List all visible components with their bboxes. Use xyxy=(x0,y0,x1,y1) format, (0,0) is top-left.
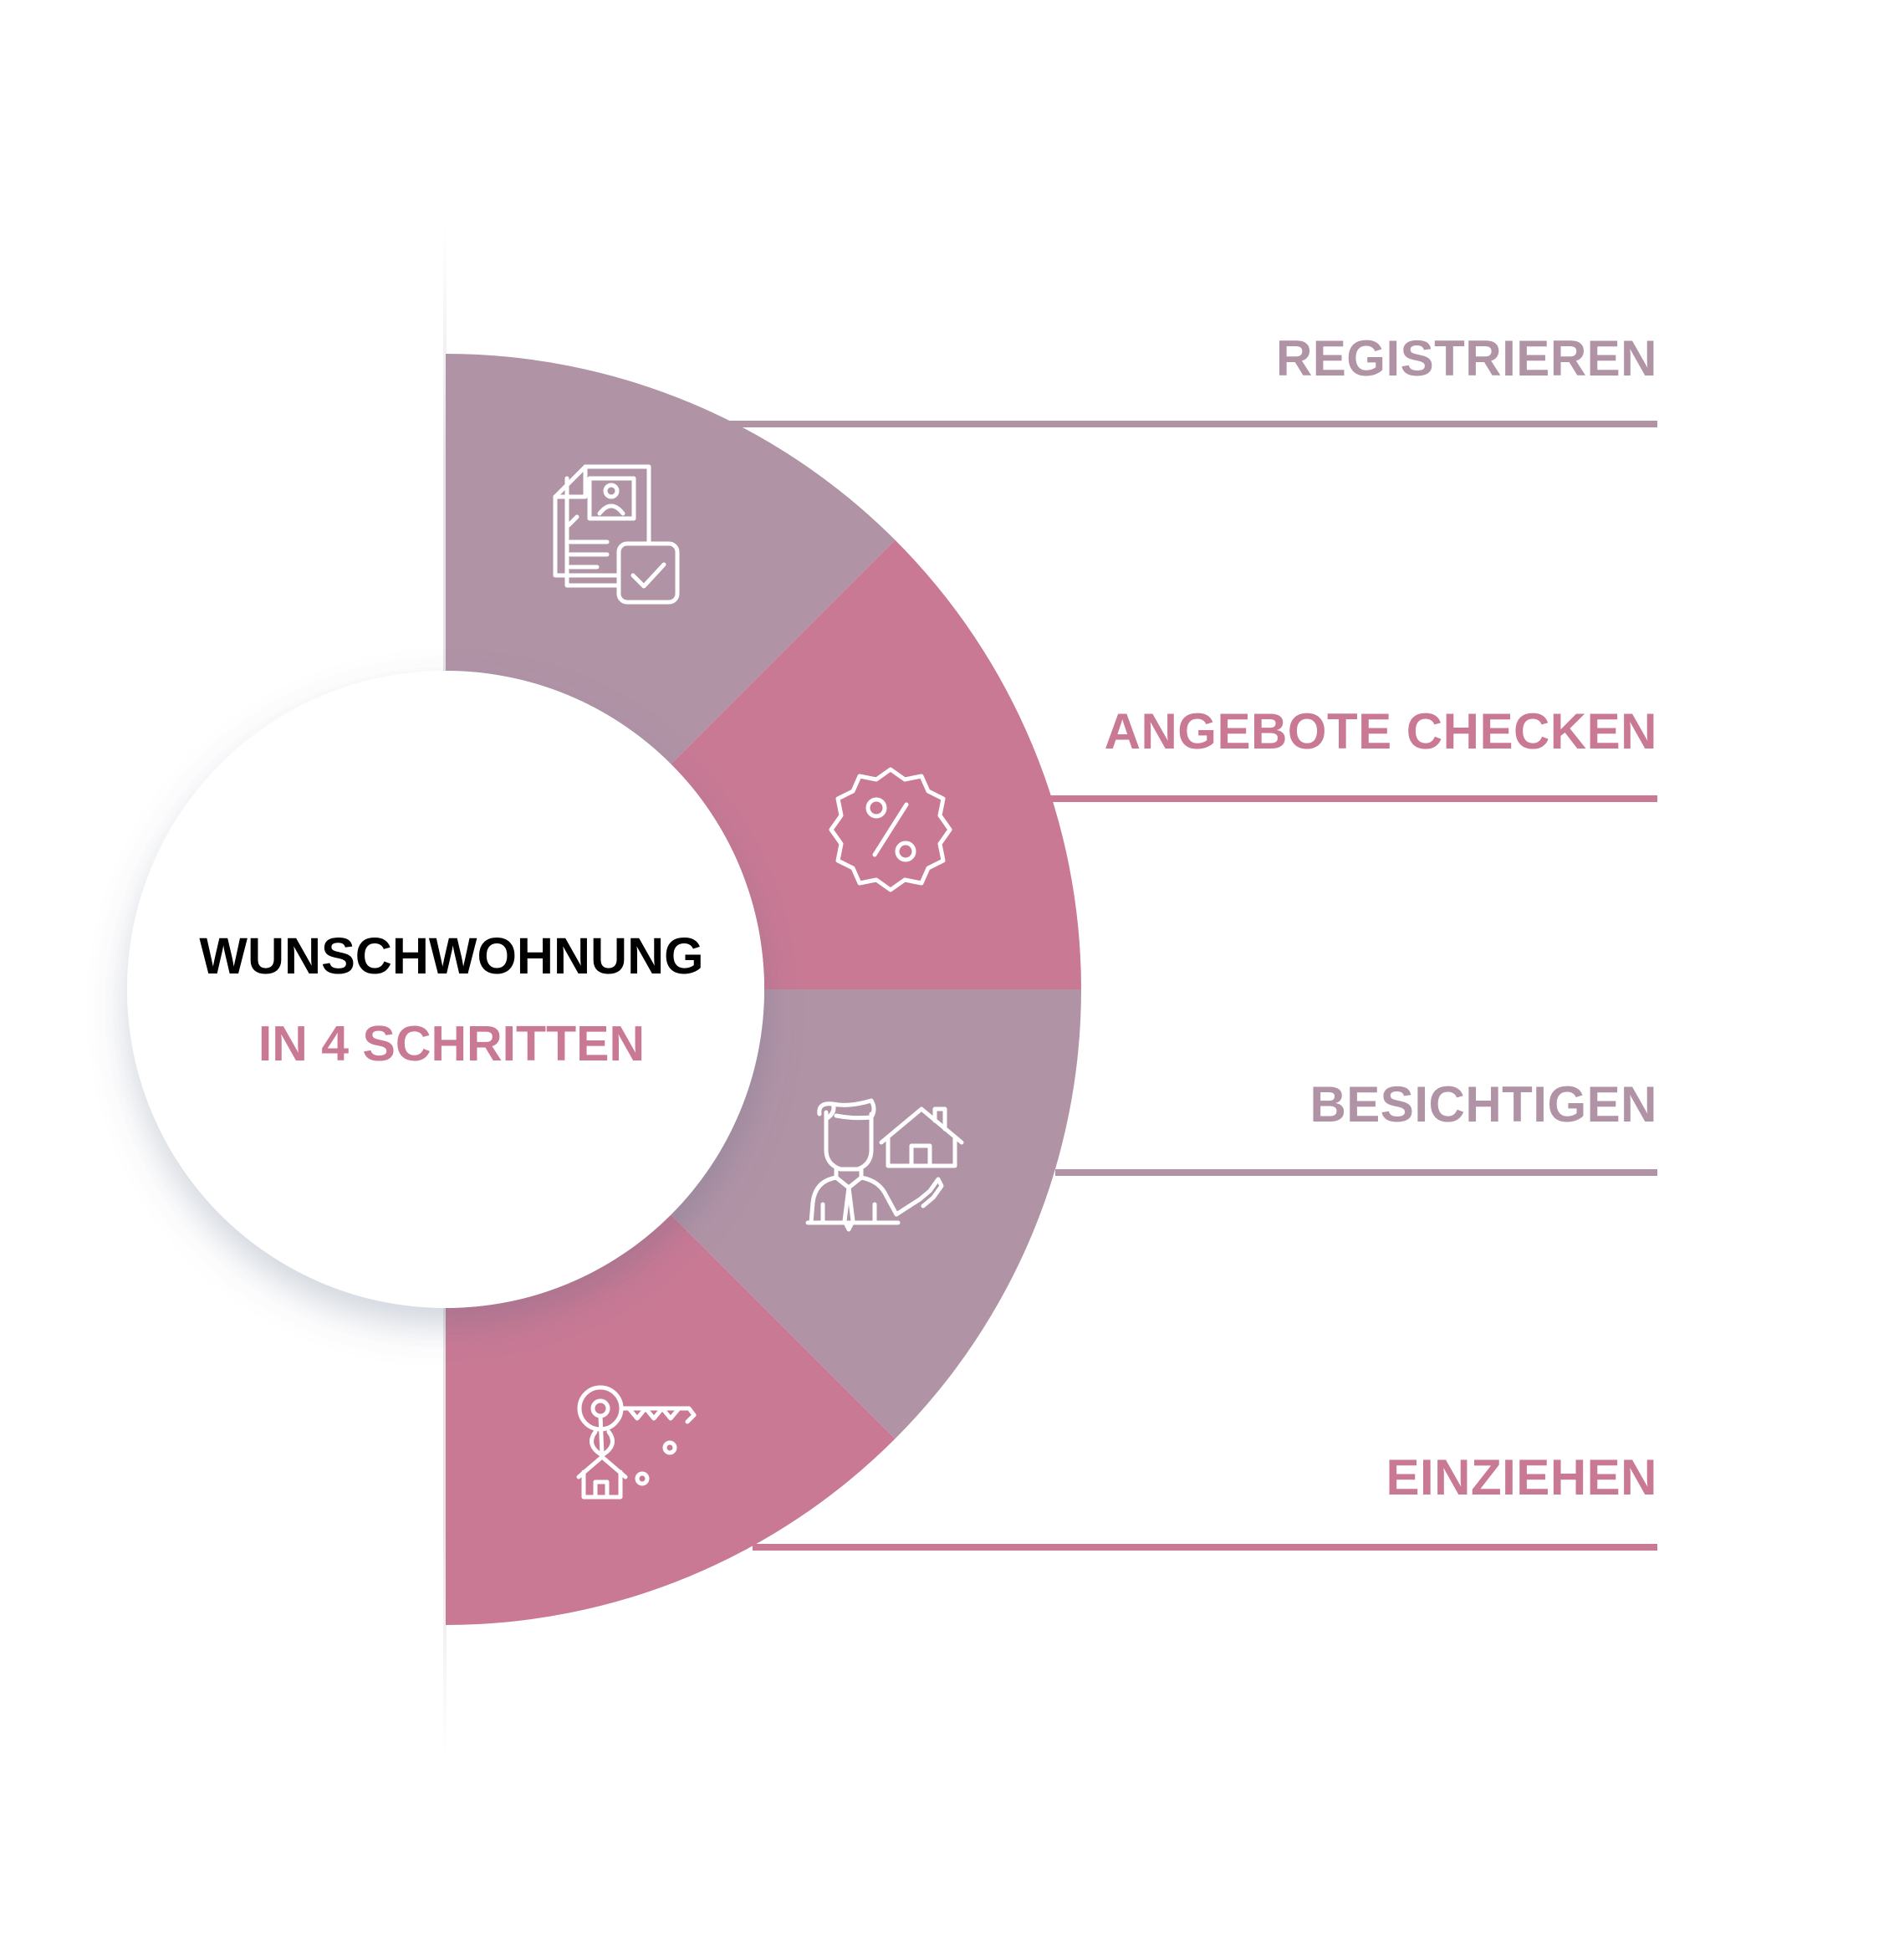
step-label-einziehen: EINZIEHEN xyxy=(1386,1449,1657,1505)
segment-angebote-checken xyxy=(671,539,1081,989)
connector-line-besichtigen xyxy=(1055,1169,1657,1176)
center-circle xyxy=(127,671,764,1308)
agent-house-icon xyxy=(805,1098,964,1232)
connector-line-angebote-checken xyxy=(1049,795,1657,802)
house-key-icon xyxy=(576,1385,697,1500)
step-label-registrieren: REGISTRIEREN xyxy=(1276,330,1657,386)
center-title: WUNSCHWOHNUNG xyxy=(199,927,703,984)
step-label-besichtigen: BESICHTIGEN xyxy=(1309,1076,1657,1132)
connector-line-einziehen xyxy=(753,1544,1657,1551)
center-subtitle: IN 4 SCHRITTEN xyxy=(258,1016,645,1071)
connector-line-registrieren xyxy=(719,421,1657,427)
document-check-icon xyxy=(553,464,680,605)
percent-badge-icon xyxy=(829,767,952,892)
step-label-angebote-checken: ANGEBOTE CHECKEN xyxy=(1105,703,1657,759)
connector-lines xyxy=(719,421,1657,1551)
